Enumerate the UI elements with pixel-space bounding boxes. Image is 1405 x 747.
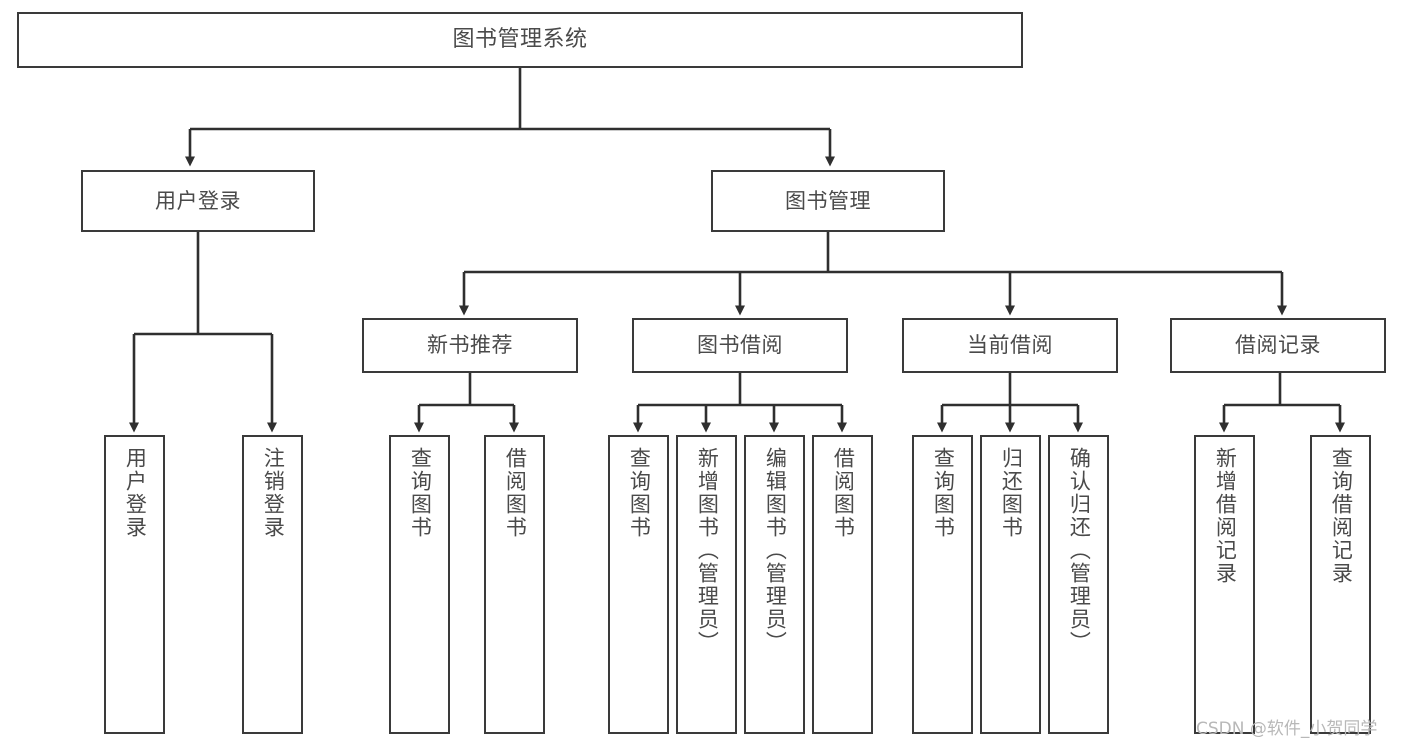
- node-leaf-user-login-label: 用户登录: [123, 447, 148, 539]
- node-leaf-logout-label: 注销登录: [261, 447, 286, 539]
- node-borrow-record[interactable]: 借阅记录: [1170, 318, 1386, 373]
- node-book-borrow[interactable]: 图书借阅: [632, 318, 848, 373]
- node-leaf-add-record[interactable]: 新增借阅记录: [1194, 435, 1255, 734]
- node-leaf-edit-book-label: 编辑图书（管理员）: [763, 447, 788, 654]
- node-leaf-edit-book[interactable]: 编辑图书（管理员）: [744, 435, 805, 734]
- node-leaf-add-book-label: 新增图书（管理员）: [695, 447, 720, 654]
- csdn-watermark: CSDN @软件_小贺同学: [1196, 719, 1378, 739]
- node-leaf-borrow-book-2-label: 借阅图书: [831, 447, 856, 539]
- node-leaf-add-record-label: 新增借阅记录: [1213, 447, 1238, 585]
- node-borrow-record-label: 借阅记录: [1235, 333, 1321, 358]
- node-leaf-user-login[interactable]: 用户登录: [104, 435, 165, 734]
- node-leaf-confirm-return-label: 确认归还（管理员）: [1067, 447, 1092, 654]
- node-leaf-query-book-3[interactable]: 查询图书: [912, 435, 973, 734]
- node-current-borrow[interactable]: 当前借阅: [902, 318, 1118, 373]
- node-leaf-borrow-book-1-label: 借阅图书: [503, 447, 528, 539]
- node-leaf-query-book-2[interactable]: 查询图书: [608, 435, 669, 734]
- node-user-login-label: 用户登录: [155, 188, 241, 213]
- node-leaf-return-book-label: 归还图书: [999, 447, 1024, 539]
- node-root-book-management-system[interactable]: 图书管理系统: [17, 12, 1023, 68]
- node-new-book-recommend[interactable]: 新书推荐: [362, 318, 578, 373]
- node-new-book-recommend-label: 新书推荐: [427, 333, 513, 358]
- node-leaf-query-book-2-label: 查询图书: [627, 447, 652, 539]
- node-user-login[interactable]: 用户登录: [81, 170, 315, 232]
- node-book-management-label: 图书管理: [785, 188, 871, 213]
- node-leaf-query-book-1-label: 查询图书: [408, 447, 433, 539]
- node-book-management[interactable]: 图书管理: [711, 170, 945, 232]
- node-leaf-query-book-3-label: 查询图书: [931, 447, 956, 539]
- node-leaf-query-record[interactable]: 查询借阅记录: [1310, 435, 1371, 734]
- node-leaf-logout[interactable]: 注销登录: [242, 435, 303, 734]
- node-leaf-query-record-label: 查询借阅记录: [1329, 447, 1354, 585]
- node-leaf-query-book-1[interactable]: 查询图书: [389, 435, 450, 734]
- node-leaf-confirm-return[interactable]: 确认归还（管理员）: [1048, 435, 1109, 734]
- node-leaf-borrow-book-2[interactable]: 借阅图书: [812, 435, 873, 734]
- node-current-borrow-label: 当前借阅: [967, 333, 1053, 358]
- node-leaf-borrow-book-1[interactable]: 借阅图书: [484, 435, 545, 734]
- node-root-label: 图书管理系统: [452, 27, 588, 53]
- node-leaf-add-book[interactable]: 新增图书（管理员）: [676, 435, 737, 734]
- node-book-borrow-label: 图书借阅: [697, 333, 783, 358]
- node-leaf-return-book[interactable]: 归还图书: [980, 435, 1041, 734]
